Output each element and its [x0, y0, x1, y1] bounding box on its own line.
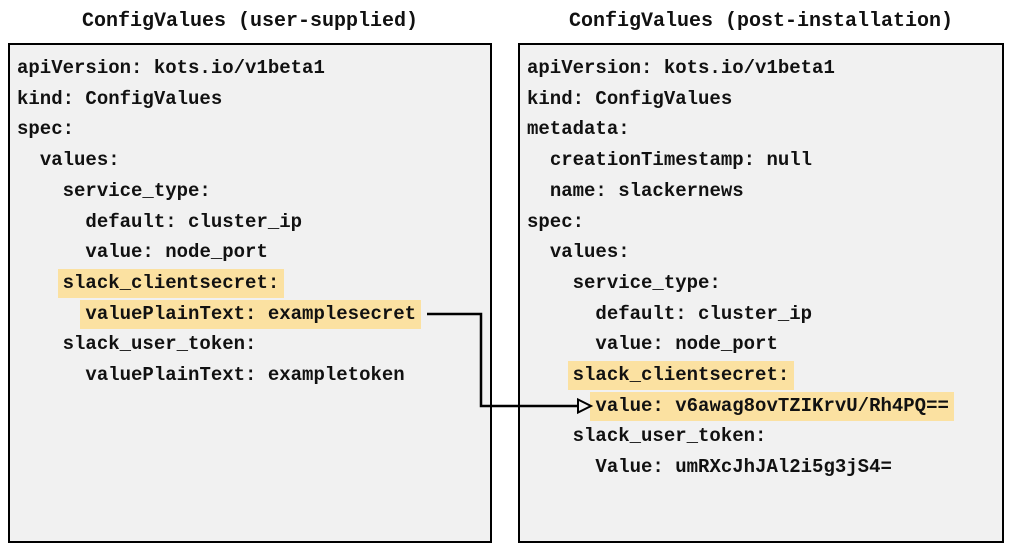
code-indent: [17, 333, 63, 355]
code-indent: [527, 364, 573, 386]
code-line: service_type:: [527, 268, 1002, 299]
code-text: kind: ConfigValues: [17, 87, 223, 110]
code-text: service_type:: [572, 271, 721, 294]
code-line: slack_user_token:: [527, 421, 1002, 452]
code-text: apiVersion: kots.io/v1beta1: [17, 57, 325, 79]
code-indent: [17, 180, 63, 202]
code-text: slack_user_token:: [572, 425, 767, 448]
code-line: spec:: [17, 114, 490, 145]
code-indent: [17, 272, 63, 294]
code-line: slack_clientsecret:: [527, 360, 1002, 391]
code-line: default: cluster_ip: [17, 207, 490, 238]
code-line: slack_clientsecret:: [17, 268, 490, 299]
code-text: valuePlainText: exampletoken: [85, 364, 405, 387]
code-line: value: v6awag8ovTZIKrvU/Rh4PQ==: [527, 391, 1002, 422]
code-indent: [527, 149, 550, 171]
code-line: kind: ConfigValues: [17, 84, 490, 115]
code-indent: [527, 456, 595, 478]
highlighted-code-text: slack_clientsecret:: [567, 361, 795, 391]
code-indent: [527, 303, 595, 325]
code-line: name: slackernews: [527, 176, 1002, 207]
code-text: value: node_port: [595, 333, 778, 356]
code-line: creationTimestamp: null: [527, 145, 1002, 176]
user-supplied-config-section: ConfigValues (user-supplied) apiVersion:…: [8, 4, 492, 543]
code-line: metadata:: [527, 114, 1002, 145]
code-line: Value: umRXcJhJAl2i5g3jS4=: [527, 452, 1002, 483]
right-code-panel: apiVersion: kots.io/v1beta1 kind: ConfigV…: [518, 43, 1004, 543]
code-text: Value: umRXcJhJAl2i5g3jS4=: [595, 456, 892, 479]
code-indent: [527, 395, 595, 417]
left-panel-title: ConfigValues (user-supplied): [81, 10, 419, 33]
code-line: apiVersion: kots.io/v1beta1: [527, 53, 1002, 84]
code-indent: [17, 149, 40, 171]
code-line: values:: [527, 237, 1002, 268]
code-text: default: cluster_ip: [595, 302, 813, 325]
code-line: apiVersion: kots.io/v1beta1: [17, 53, 490, 84]
code-indent: [17, 241, 85, 263]
code-line: valuePlainText: examplesecret: [17, 299, 490, 330]
highlighted-code-text: value: v6awag8ovTZIKrvU/Rh4PQ==: [590, 391, 954, 421]
code-text: kind: ConfigValues: [527, 87, 733, 110]
code-line: values:: [17, 145, 490, 176]
code-indent: [527, 241, 550, 263]
code-line: spec:: [527, 207, 1002, 238]
code-line: service_type:: [17, 176, 490, 207]
code-text: value: node_port: [85, 241, 268, 264]
code-text: values:: [549, 241, 630, 264]
code-text: apiVersion: kots.io/v1beta1: [527, 57, 835, 79]
right-panel-title: ConfigValues (post-installation): [568, 10, 954, 33]
highlighted-code-text: valuePlainText: examplesecret: [80, 299, 422, 329]
code-line: value: node_port: [527, 329, 1002, 360]
left-code-panel: apiVersion: kots.io/v1beta1 kind: ConfigV…: [8, 43, 492, 543]
highlighted-code-text: slack_clientsecret:: [57, 268, 285, 298]
code-indent: [527, 272, 573, 294]
code-indent: [17, 303, 85, 325]
code-text: default: cluster_ip: [85, 210, 303, 233]
code-text: slack_user_token:: [62, 333, 257, 356]
code-text: creationTimestamp: null: [549, 149, 813, 172]
code-text: values:: [39, 149, 120, 172]
code-indent: [527, 425, 573, 447]
code-indent: [527, 333, 595, 355]
code-line: slack_user_token:: [17, 329, 490, 360]
code-text: spec:: [17, 118, 75, 141]
code-line: valuePlainText: exampletoken: [17, 360, 490, 391]
code-indent: [17, 364, 85, 386]
code-indent: [527, 180, 550, 202]
code-indent: [17, 211, 85, 233]
code-text: name: slackernews: [549, 179, 744, 202]
code-line: default: cluster_ip: [527, 299, 1002, 330]
post-installation-config-section: ConfigValues (post-installation) apiVers…: [518, 4, 1004, 543]
code-text: metadata:: [527, 118, 630, 141]
code-text: service_type:: [62, 179, 211, 202]
code-line: kind: ConfigValues: [527, 84, 1002, 115]
code-line: value: node_port: [17, 237, 490, 268]
code-text: spec:: [527, 210, 585, 233]
